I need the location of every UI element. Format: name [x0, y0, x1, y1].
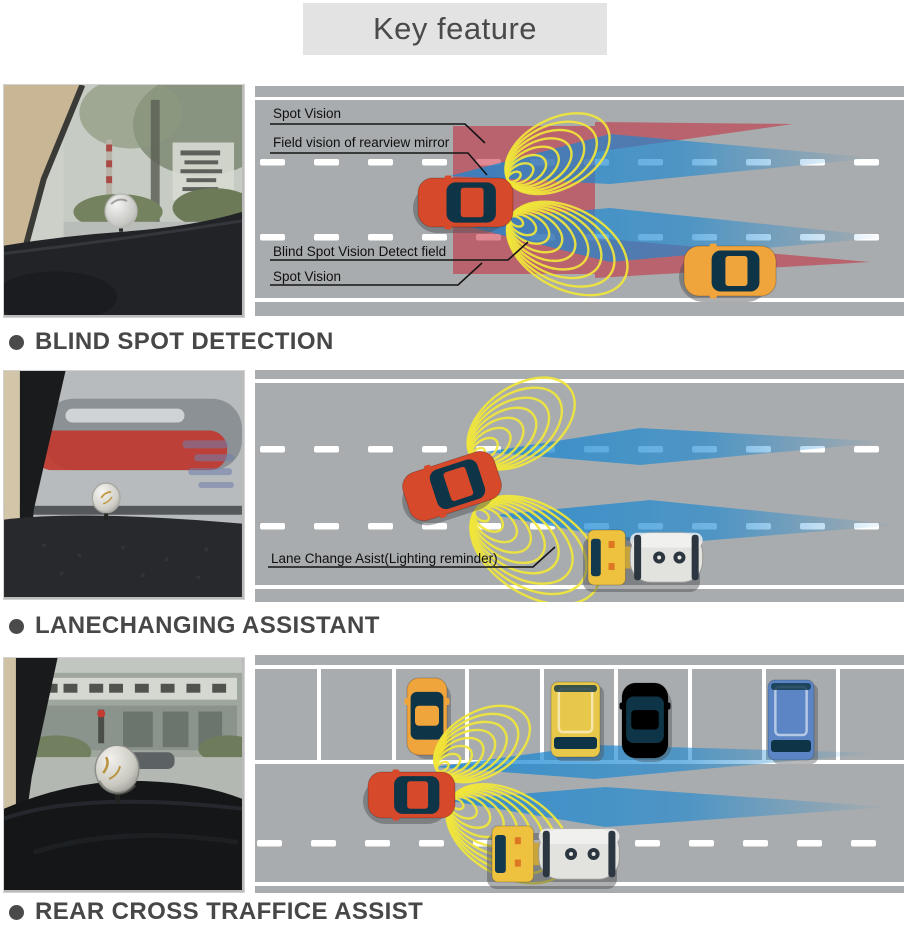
key-feature-banner: Key feature — [303, 3, 607, 55]
car-top-view — [363, 769, 456, 824]
round-mirror-icon — [91, 482, 121, 514]
section-heading-2: LANECHANGING ASSISTANT — [9, 612, 380, 640]
radar-waves-icon — [433, 704, 532, 784]
parked-van-top-view — [550, 681, 604, 761]
radar-waves-icon — [504, 112, 611, 196]
heading-text: REAR CROSS TRAFFICE ASSIST — [35, 898, 424, 925]
tanker-truck-top-view — [487, 825, 620, 889]
parked-car-top-view — [404, 677, 451, 759]
banner-title: Key feature — [372, 11, 538, 46]
bullet-icon — [9, 904, 24, 920]
diagram-lane-changing-assistant: Lane Change Asist(Lighting reminder) — [255, 370, 904, 602]
bullet-icon — [9, 334, 24, 350]
section-heading-1: BLIND SPOT DETECTION — [9, 328, 334, 356]
diagram-label: Blind Spot Vision Detect field — [273, 244, 446, 259]
parked-van-top-view — [767, 679, 818, 764]
diagram-rear-cross-traffic-assist — [255, 655, 904, 893]
photo3-illustration — [4, 658, 242, 890]
car-top-view — [402, 450, 502, 526]
diagram-label: Spot Vision — [273, 106, 341, 121]
photo-blind-spot-mirror-2 — [3, 370, 245, 600]
section-heading-3: REAR CROSS TRAFFICE ASSIST — [9, 898, 423, 926]
parked-car-top-view — [619, 682, 672, 762]
bullet-icon — [9, 618, 24, 634]
photo-blind-spot-mirror-1 — [3, 84, 245, 318]
heading-text: LANECHANGING ASSISTANT — [35, 612, 380, 639]
photo2-illustration — [4, 371, 242, 597]
photo-mirror-device-closeup — [3, 657, 245, 893]
diagram-label: Field vision of rearview mirror — [273, 135, 450, 150]
heading-text: BLIND SPOT DETECTION — [35, 328, 334, 355]
diagram-label: Spot Vision — [273, 269, 341, 284]
car-top-view — [413, 175, 514, 233]
radar-waves-icon — [469, 494, 602, 602]
car-top-view — [679, 243, 777, 302]
diagram-label: Lane Change Asist(Lighting reminder) — [271, 551, 498, 566]
photo1-illustration — [4, 85, 242, 315]
tanker-truck-top-view — [583, 529, 704, 592]
